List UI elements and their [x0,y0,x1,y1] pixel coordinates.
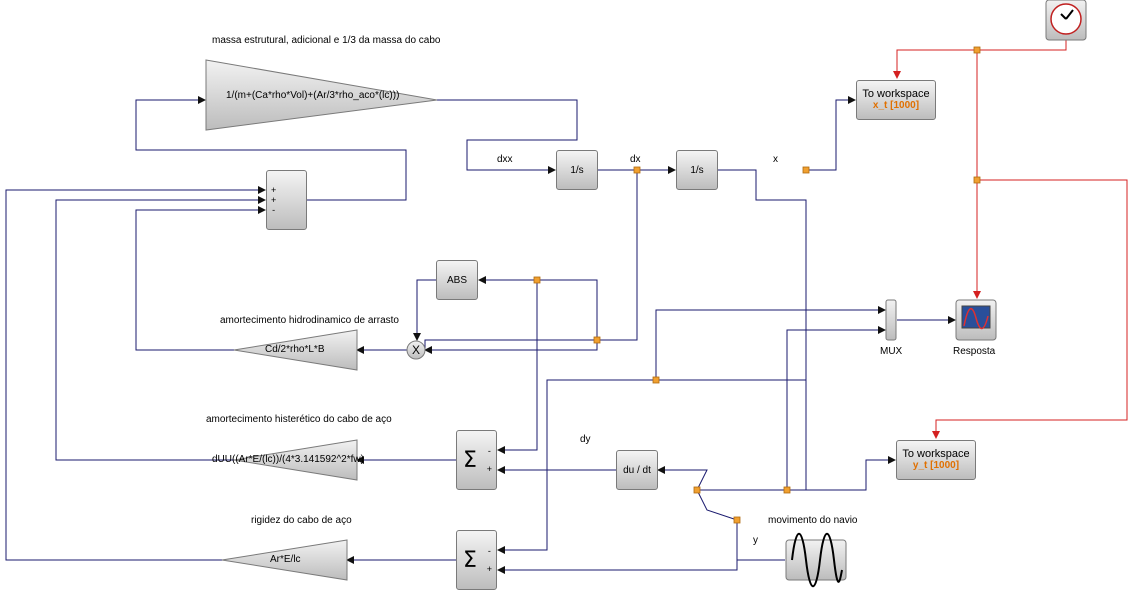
integrator-2-label: 1/s [690,164,704,176]
sum-sign-3: - [272,205,276,215]
link-y-to-deriv [657,466,708,491]
derivative-label: du / dt [623,464,651,476]
ws-x-title: To workspace [862,88,930,100]
sum-hyst-sign-2: + [486,464,492,474]
link-abs-out [413,279,436,341]
derivative-block[interactable]: du / dt [616,450,658,490]
link-dx-to-sumh [497,280,538,454]
abs-label: ABS [446,274,467,286]
link-drag-out [135,206,266,351]
link-stiff-out [5,186,266,561]
sum-block[interactable]: + + - [266,170,307,230]
gain-hyst-text: dUU((Ar*E/(lc))/(4*3.141592^2*fw) [212,454,364,465]
sum-sign-1: + [271,185,277,195]
label-x: x [773,154,778,165]
link-y-to-sums [497,559,785,574]
sum-stiff-sign-1: - [487,546,491,556]
link-dx-mult-in [424,340,598,354]
label-mass: massa estrutural, adicional e 1/3 da mas… [212,35,441,46]
event-links [893,40,1128,439]
gain-stiff-text: Ar*E/lc [270,554,301,565]
event-to-ws-y [932,179,1128,439]
to-workspace-x-block[interactable]: To workspace x_t [1000] [856,80,936,120]
label-stiff: rigidez do cabo de aço [251,515,352,526]
label-y: y [753,535,758,546]
sum-stiff-block[interactable]: Σ - + [456,530,497,590]
label-dx: dx [630,154,641,165]
integrator-1-block[interactable]: 1/s [556,150,598,190]
gain-drag-text: Cd/2*rho*L*B [265,344,325,355]
scope-block[interactable] [955,299,997,341]
sine-wave-icon [791,533,843,587]
link-dx-down [424,170,638,350]
sum-hyst-block[interactable]: Σ - + [456,430,497,490]
label-ship: movimento do navio [768,515,858,526]
gain-drag-block[interactable] [233,329,358,371]
integrator-1-label: 1/s [570,164,584,176]
abs-block[interactable]: ABS [436,260,478,300]
sum-sign-2: + [271,195,277,205]
sum-stiff-sign-2: + [486,564,492,574]
mux-block[interactable] [885,299,897,341]
label-resposta: Resposta [953,346,996,357]
label-mux: MUX [880,346,903,357]
label-dxx: dxx [497,154,513,165]
sum-hyst-sign-1: - [487,446,491,456]
label-drag: amortecimento hidrodinamico de arrasto [220,315,399,326]
svg-text:X: X [412,343,420,357]
gain-mass-text: 1/(m+(Ca*rho*Vol)+(Ar/3*rho_aco*(lc))) [226,90,400,101]
sum-stiff-sigma-icon: Σ [463,547,477,573]
link-x-to-sums [497,379,656,554]
split-points [533,46,981,524]
to-workspace-y-block[interactable]: To workspace y_t [1000] [896,440,976,480]
product-block[interactable]: X [406,340,426,360]
ws-y-var: y_t [1000] [912,460,960,471]
gain-hyst-block[interactable] [233,439,358,481]
link-dx-to-mult [537,279,598,340]
link-x-to-mux [655,306,886,380]
link-y-to-mux [786,326,886,490]
gain-stiff-block[interactable] [221,539,348,581]
event-clock-out [893,40,1067,79]
label-hyst: amortecimento histerético do cabo de aço [206,414,392,425]
gain-mass-block[interactable] [205,59,438,131]
label-dy: dy [580,434,591,445]
scope-signal-icon [963,308,989,330]
ws-x-var: x_t [1000] [872,100,920,111]
integrator-2-block[interactable]: 1/s [676,150,718,190]
clock-block[interactable] [1045,0,1087,41]
sine-generator-block[interactable] [785,533,847,587]
clock-hands-icon [1060,9,1074,20]
link-hyst-out [55,196,266,461]
link-sum-to-mass [135,96,407,201]
link-x-to-ws [806,96,856,171]
ws-y-title: To workspace [902,448,970,460]
link-mass-out [437,99,578,174]
link-y-up [696,489,738,560]
signal-links [5,96,956,574]
link-y-to-ws [697,456,896,491]
sum-hyst-sigma-icon: Σ [463,447,477,473]
